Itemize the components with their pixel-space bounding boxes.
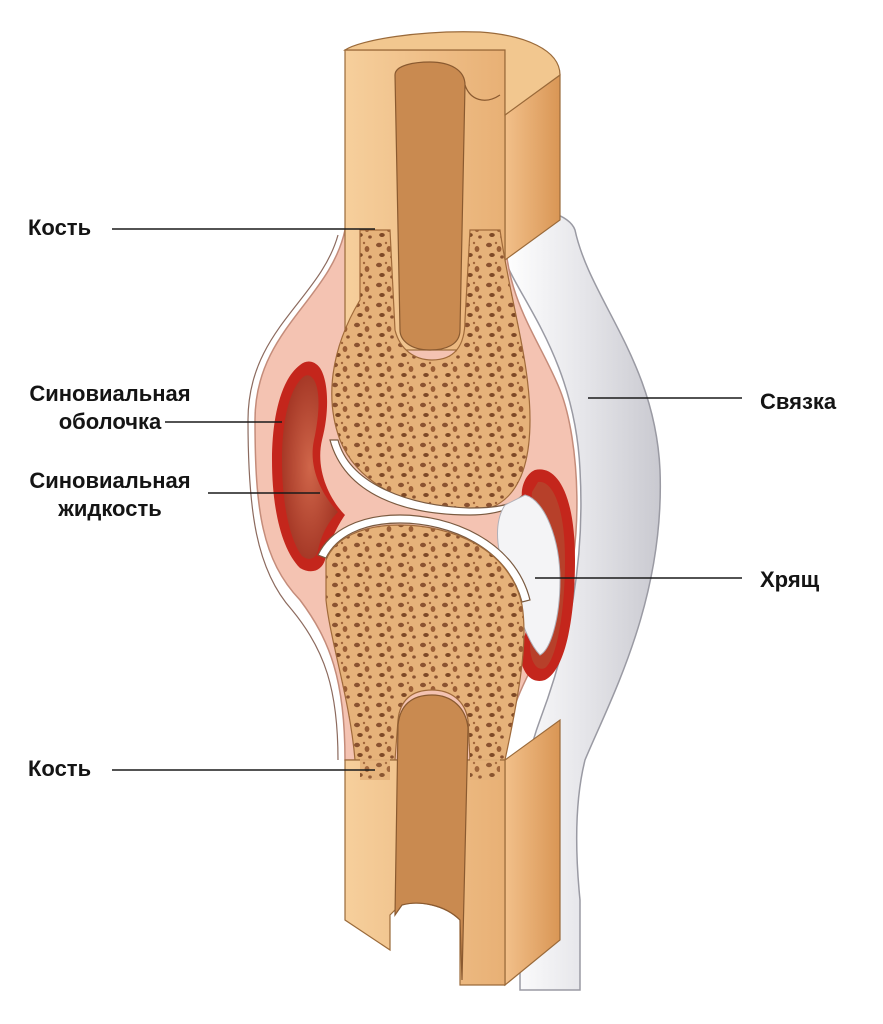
lower-medullary-cavity [395,695,468,980]
lower-spongy-band [360,640,390,780]
label-synovial-fluid-line2: жидкость [20,495,200,523]
label-synovial-fluid-line1: Синовиальная [20,467,200,495]
label-bone-top-text: Кость [28,214,91,242]
lower-bone-side [505,720,560,985]
label-cartilage: Хрящ [760,566,819,594]
label-synovial-membrane-line2: оболочка [20,408,200,436]
upper-medullary-cavity [395,62,465,350]
label-bone-bottom: Кость [28,755,91,783]
label-synovial-membrane-line1: Синовиальная [20,380,200,408]
label-bone-bottom-text: Кость [28,755,91,783]
label-cartilage-text: Хрящ [760,566,819,594]
label-synovial-membrane: Синовиальная оболочка [20,380,200,436]
label-synovial-fluid: Синовиальная жидкость [20,467,200,523]
label-ligament-text: Связка [760,388,836,416]
label-ligament: Связка [760,388,836,416]
label-bone-top: Кость [28,214,91,242]
